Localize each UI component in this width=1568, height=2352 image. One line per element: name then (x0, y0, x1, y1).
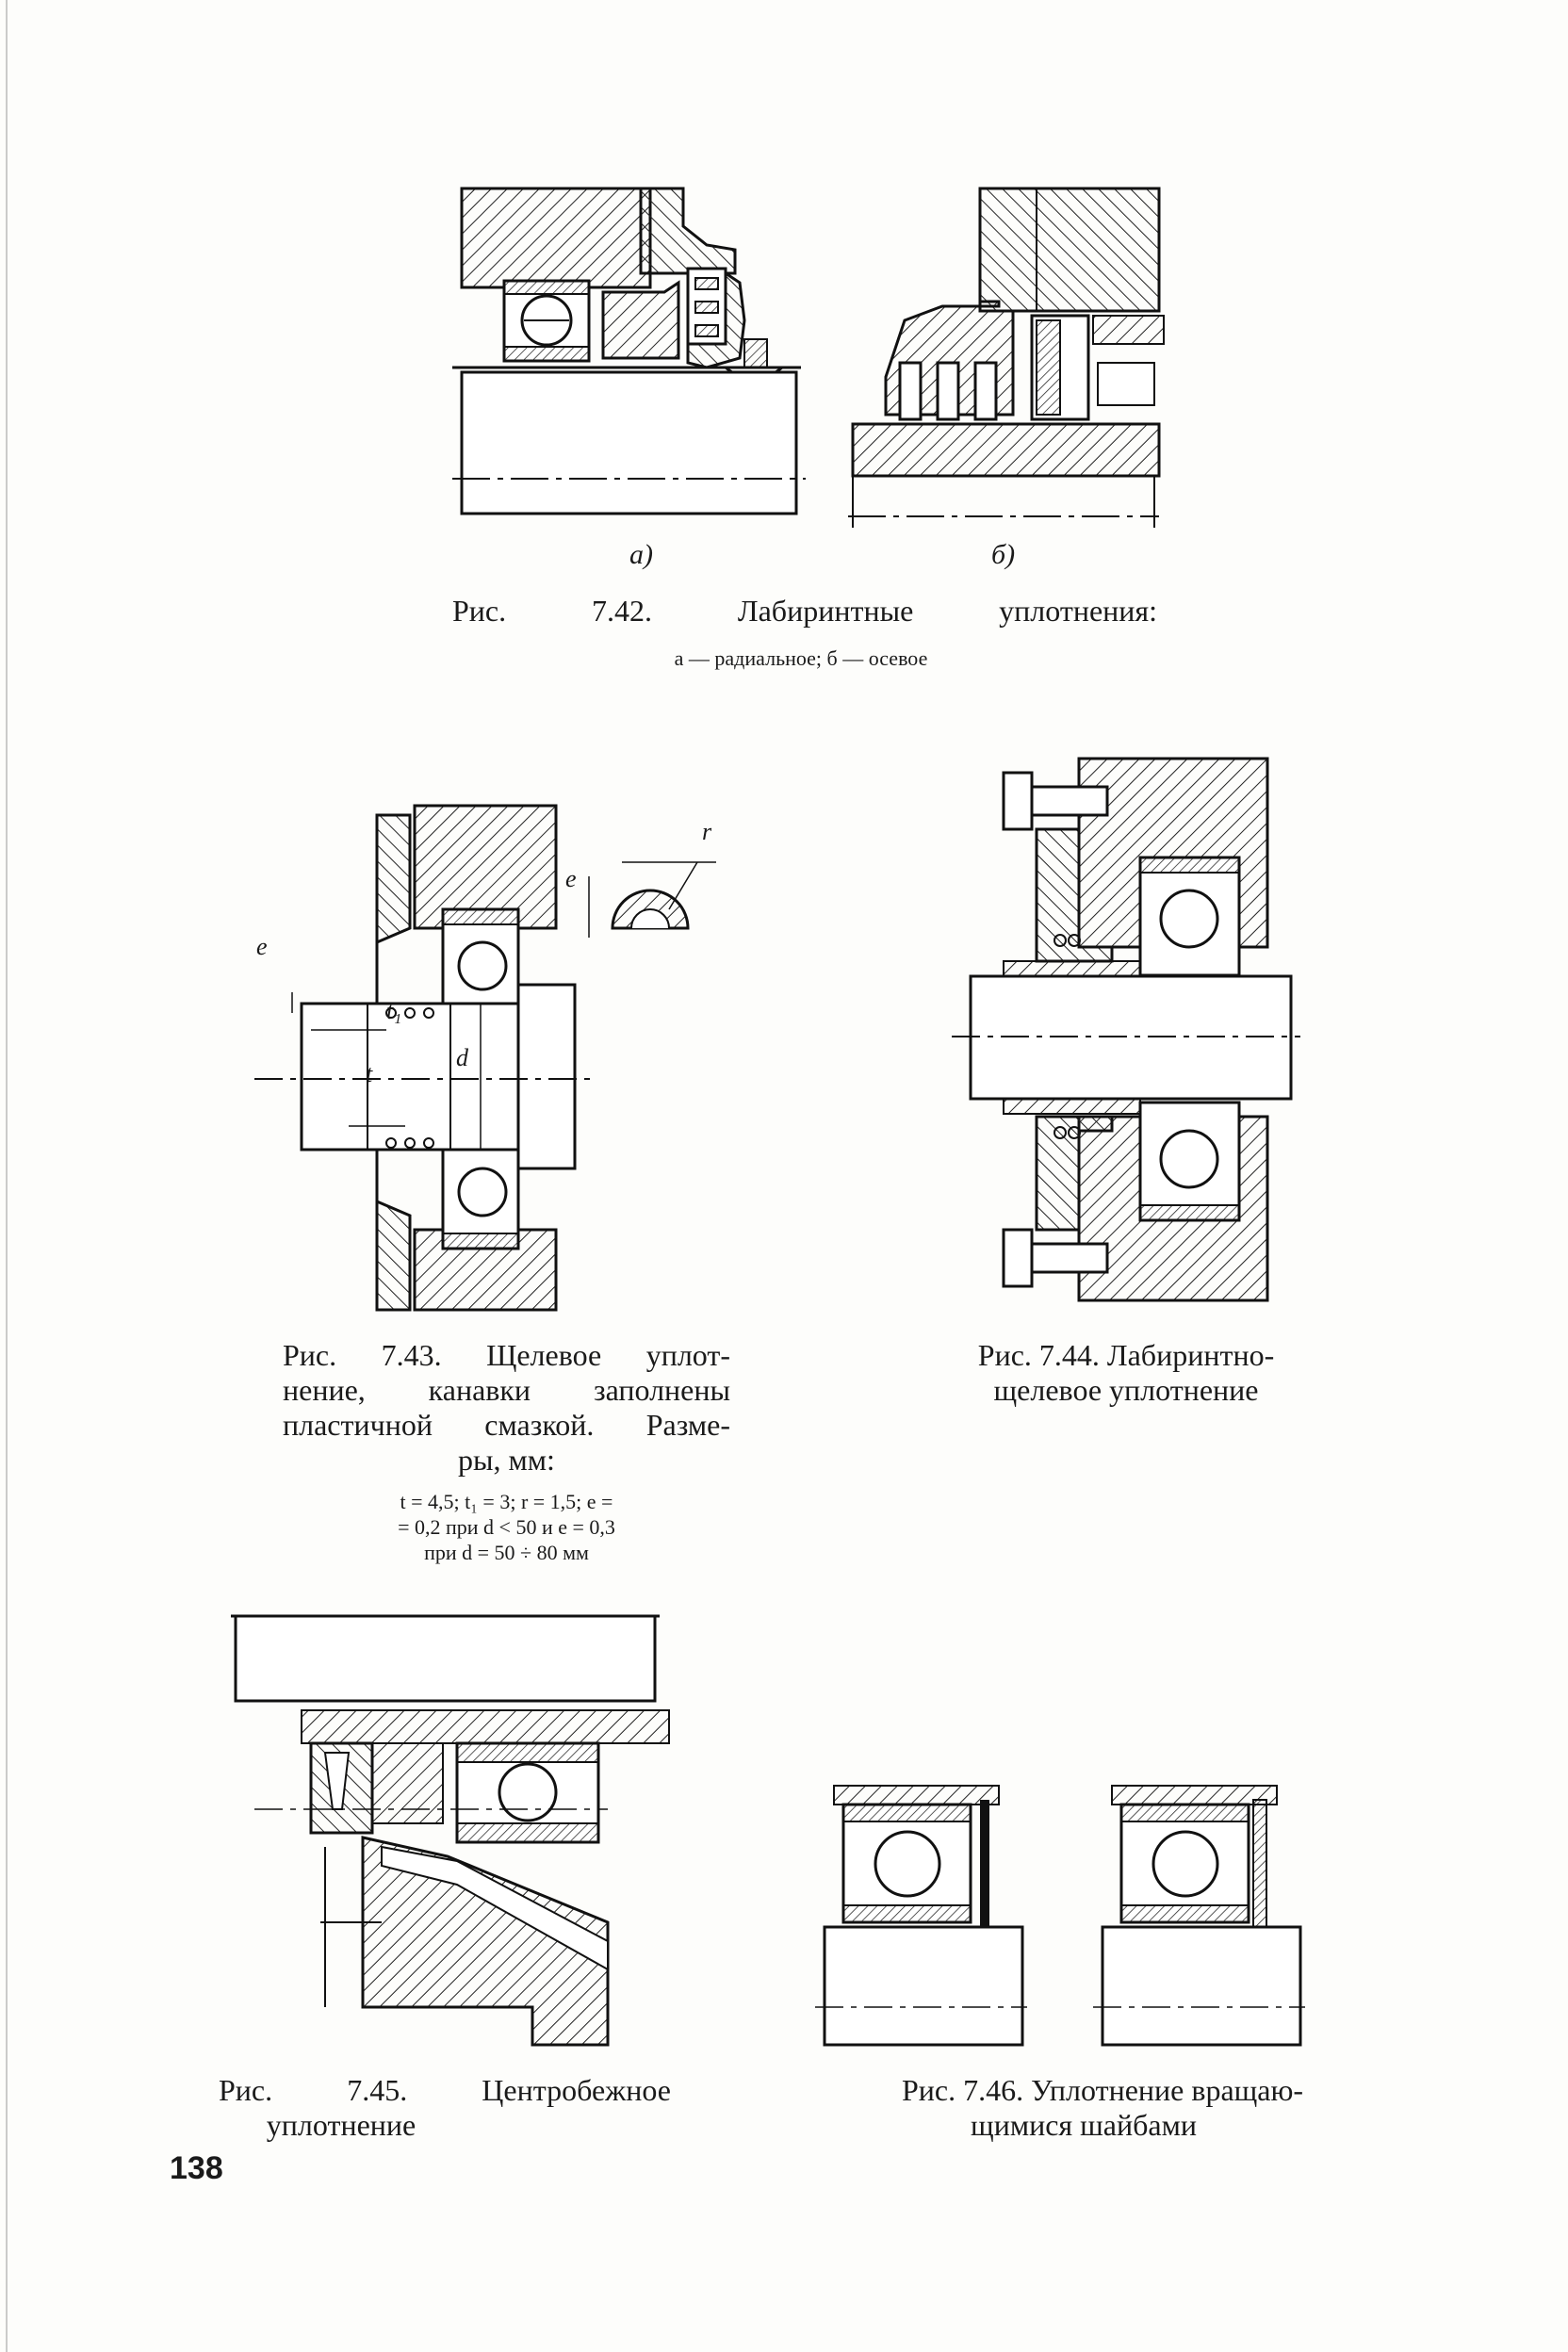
figure-7-42b-drawing (848, 179, 1168, 547)
figure-7-46-drawing-right (1093, 1772, 1319, 2054)
figure-7-42-caption: Рис. 7.42. Лабиринтные уплотнения: (452, 594, 1157, 628)
dim-label-d: d (456, 1044, 468, 1071)
figure-7-44-caption-line-1: Рис. 7.44. Лабиринтно- (977, 1338, 1275, 1372)
figure-7-42-subcaption: а — радиальное; б — осевое (674, 646, 928, 670)
figure-7-46-caption-line-2: щимися шайбами (971, 2108, 1197, 2142)
figure-7-45-caption-line-1: Рис. 7.45. Центробежное (219, 2073, 671, 2107)
figure-7-45-drawing (231, 1611, 670, 2054)
dim-label-e-detail: e (565, 865, 577, 892)
figure-7-46-caption-line-1: Рис. 7.46. Уплотнение вращаю- (901, 2073, 1304, 2107)
figure-7-43-note-line-3: при d = 50 ÷ 80 мм (424, 1541, 589, 1564)
figure-7-43-caption-line-3: пластичной смазкой. Разме- (283, 1408, 730, 1442)
figure-7-44-caption-line-2: щелевое уплотнение (993, 1373, 1259, 1407)
figure-7-42b-label: б) (991, 539, 1016, 570)
figure-7-43-caption-line-1: Рис. 7.43. Щелевое уплот- (283, 1338, 730, 1372)
page-number: 138 (170, 2150, 223, 2186)
figure-7-42a-drawing (452, 179, 810, 528)
dim-label-t: t (366, 1060, 373, 1087)
dim-label-t1: t₁ (386, 997, 402, 1024)
dim-label-e-left: e (256, 933, 268, 960)
figure-7-45-caption-line-2: уплотнение (266, 2108, 416, 2142)
dim-label-r: r (702, 818, 712, 845)
figure-7-43-caption-line-4: ры, мм: (458, 1443, 555, 1477)
figure-7-42a-label: а) (629, 539, 653, 570)
figure-7-44-drawing (952, 754, 1310, 1310)
figure-7-43-note-line-1: t = 4,5; t₁ = 3; r = 1,5; e = (400, 1490, 613, 1513)
figure-7-43-note-line-2: = 0,2 при d < 50 и e = 0,3 (398, 1515, 615, 1539)
figure-7-46-drawing-left (815, 1772, 1041, 2054)
page-edge-line (6, 0, 8, 2352)
figure-7-43-drawing (254, 787, 744, 1324)
figure-7-43-caption-line-2: нение, канавки заполнены (283, 1373, 730, 1407)
